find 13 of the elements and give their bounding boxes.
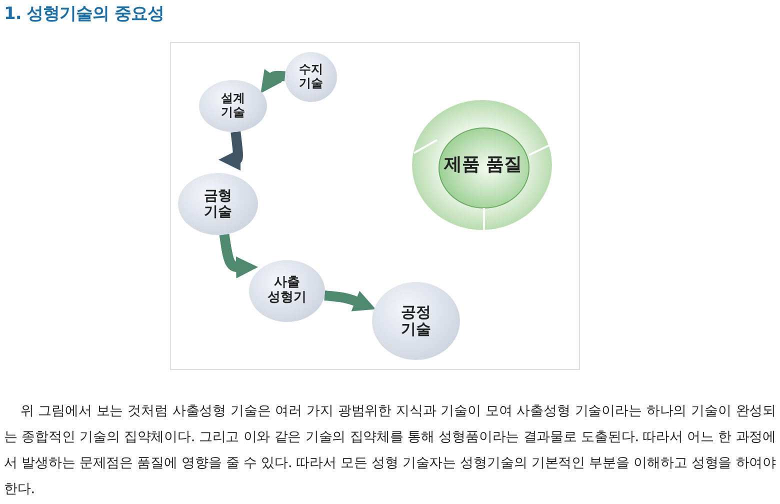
caption-paragraph: 위 그림에서 보는 것처럼 사출성형 기술은 여러 가지 광범위한 지식과 기술이 모여 사출성형 기술이라는 하나의 기술이 완성되는 종합적인 기술의 집약체이다. 그리고 이와 같은 기술의 집약체를 통해 성형품이라는 결과물로 도출된다. 따라서 어느 한 과정에서 발생하는 문제점은 품질에 영향을 줄 수 있다. 따라서 모든 성형 기술자는 성형기술의 기본적인 부분을 이해하고 성형을 하여야 한다. [4, 402, 776, 499]
node-label: 공정 기술 [400, 304, 432, 338]
node-label: 설계 기술 [220, 92, 246, 120]
node-label: 수지 기술 [298, 63, 324, 91]
curved-arrow [260, 68, 286, 94]
curved-arrow [218, 131, 243, 171]
node-label: 제품 품질 [444, 154, 522, 176]
node-label: 사출 성형기 [266, 276, 308, 306]
tech-bubble [285, 52, 337, 102]
node-label: 금형 기술 [203, 188, 233, 220]
tech-bubble [199, 80, 267, 132]
heading: 1. 성형기술의 중요성 [4, 3, 164, 25]
curved-arrow [324, 290, 376, 312]
